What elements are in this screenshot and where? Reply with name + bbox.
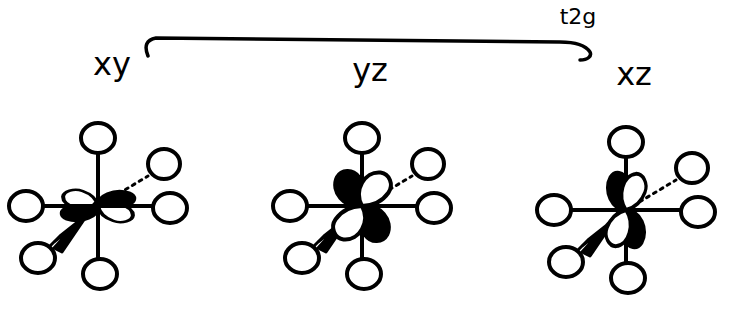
group-label: t2g	[560, 4, 597, 29]
orbital-label: xz	[616, 56, 652, 93]
yz-orbital	[273, 123, 451, 289]
orbital-label: xy	[93, 46, 131, 83]
xy-orbital	[9, 123, 187, 289]
orbital-label: yz	[352, 52, 388, 89]
xz-orbital	[537, 127, 715, 293]
